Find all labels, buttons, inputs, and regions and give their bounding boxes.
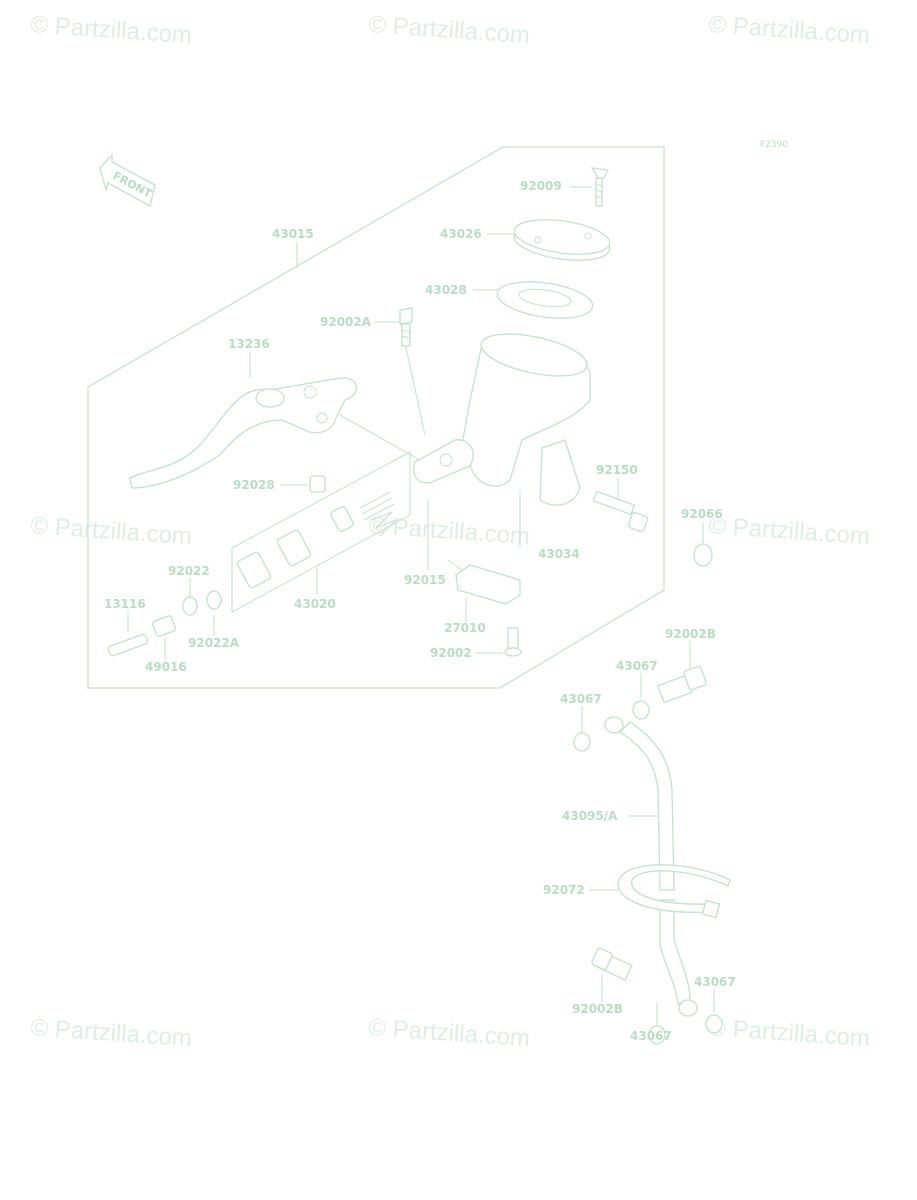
watermark-2: © Partzilla.com	[368, 11, 531, 49]
label-43067-b: 43067	[560, 692, 602, 706]
part-92002b-bolt-top	[656, 665, 707, 704]
front-arrow-icon: FRONT	[99, 153, 156, 207]
piston-kit-outline	[231, 451, 411, 613]
part-92009-screw	[590, 167, 609, 207]
part-43020-piston-set	[236, 491, 395, 589]
label-43067-d: 43067	[694, 975, 736, 989]
watermark-1: © Partzilla.com	[30, 11, 193, 49]
part-92002-screw	[504, 627, 522, 657]
label-92028: 92028	[233, 478, 275, 492]
part-43028-diaphragm	[496, 281, 594, 319]
part-master-cylinder-body	[413, 333, 591, 506]
label-92066: 92066	[681, 507, 723, 521]
label-43067-c: 43067	[630, 1029, 672, 1043]
part-49016-adjuster	[152, 615, 176, 637]
label-43034: 43034	[538, 547, 580, 561]
label-13236: 13236	[228, 337, 270, 351]
label-92002: 92002	[430, 646, 472, 660]
watermarks: © Partzilla.com © Partzilla.com © Partzi…	[30, 11, 871, 1052]
leader-lines	[127, 186, 715, 1025]
label-92002b-bottom: 92002B	[572, 1002, 623, 1016]
label-92015: 92015	[404, 573, 446, 587]
assembly-outline	[87, 146, 665, 689]
label-92009: 92009	[520, 179, 562, 193]
part-92066-cap	[693, 543, 713, 567]
label-92002b-top: 92002B	[665, 627, 716, 641]
watermark-3: © Partzilla.com	[708, 11, 871, 49]
label-43020: 43020	[294, 597, 336, 611]
label-43067-a: 43067	[616, 659, 658, 673]
watermark-7: © Partzilla.com	[30, 1014, 193, 1052]
part-43026-cap	[513, 219, 611, 261]
label-43026: 43026	[440, 227, 482, 241]
watermark-4: © Partzilla.com	[30, 512, 193, 550]
label-43015: 43015	[272, 227, 314, 241]
part-92028-bushing	[309, 475, 326, 493]
label-43095a: 43095/A	[562, 809, 618, 823]
part-92072-clamp	[617, 864, 731, 919]
label-92002a: 92002A	[320, 315, 372, 329]
part-92002b-bolt-bottom	[591, 947, 633, 981]
watermark-9: © Partzilla.com	[708, 1014, 871, 1052]
label-92022: 92022	[168, 564, 210, 578]
diagram-code: F2390	[760, 140, 788, 150]
label-92150: 92150	[596, 463, 638, 477]
part-13236-lever	[129, 377, 358, 489]
watermark-8: © Partzilla.com	[368, 1014, 531, 1052]
label-92072: 92072	[543, 883, 585, 897]
part-92150-bolt	[592, 490, 649, 533]
label-13116: 13116	[104, 597, 146, 611]
part-43095-hose	[604, 716, 698, 1017]
part-92015-spring	[371, 511, 397, 537]
part-27010-switch	[447, 559, 521, 605]
label-43028: 43028	[425, 283, 467, 297]
watermark-5: © Partzilla.com	[368, 512, 531, 550]
label-49016: 49016	[145, 660, 187, 674]
part-92002a-screw	[399, 307, 413, 347]
watermark-6: © Partzilla.com	[708, 512, 871, 550]
part-92022-washers	[182, 590, 222, 616]
part-labels: 43015 92009 43026 43028 92002A 13236 920…	[104, 179, 736, 1043]
label-92022a: 92022A	[188, 636, 240, 650]
part-13116-pin	[107, 633, 149, 657]
label-27010: 27010	[444, 621, 486, 635]
part-43067-washers	[573, 700, 723, 1045]
